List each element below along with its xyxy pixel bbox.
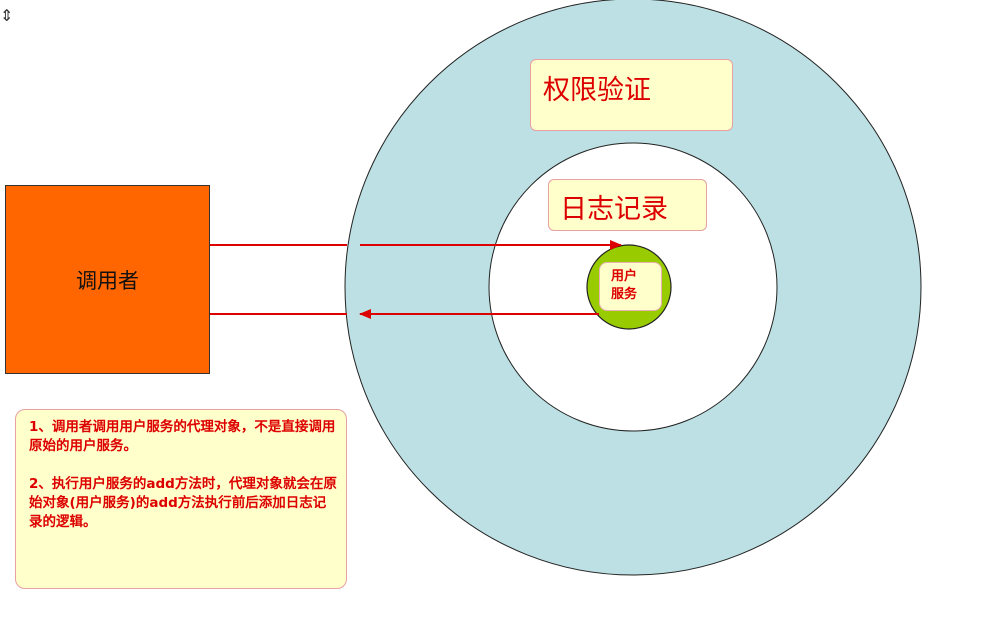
auth-layer-label: 权限验证 — [530, 59, 733, 131]
log-layer-label: 日志记录 — [548, 179, 707, 231]
service-label-line1: 用户 — [611, 269, 638, 284]
service-label: 用户 服务 — [599, 262, 662, 311]
double-arrow-cursor-icon: ⇕ — [0, 6, 14, 25]
note-paragraph-1: 1、调用者调用用户服务的代理对象，不是直接调用原始的用户服务。 — [29, 419, 336, 454]
caller-box: 调用者 — [5, 185, 210, 374]
service-label-line2: 服务 — [611, 287, 638, 302]
caller-label: 调用者 — [76, 268, 139, 293]
note-paragraph-2: 2、执行用户服务的add方法时，代理对象就会在原始对象(用户服务)的add方法执… — [29, 476, 337, 530]
explanation-note: 1、调用者调用用户服务的代理对象，不是直接调用原始的用户服务。 2、执行用户服务… — [15, 409, 347, 589]
